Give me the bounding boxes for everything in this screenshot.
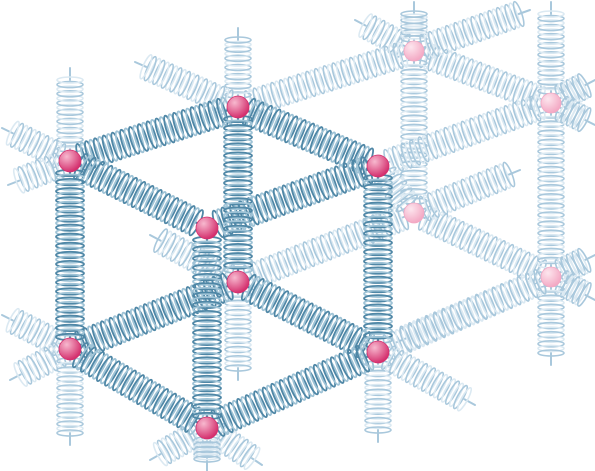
back-spring-stub xyxy=(224,27,252,108)
back-mass-node xyxy=(540,92,562,114)
back-spring-stub xyxy=(413,0,531,61)
back-spring-stub xyxy=(56,348,84,446)
back-layer-nodes xyxy=(403,40,562,288)
back-spring-stub xyxy=(413,161,521,222)
back-spring xyxy=(400,50,428,214)
front-spring xyxy=(363,164,393,354)
front-mass-node xyxy=(226,95,250,119)
back-spring xyxy=(537,102,565,278)
front-mass-node xyxy=(195,416,219,440)
back-spring xyxy=(377,268,552,361)
front-spring xyxy=(223,105,253,284)
front-mass-node xyxy=(58,149,82,173)
front-spring xyxy=(205,343,380,437)
front-mass-node xyxy=(58,337,82,361)
front-layer-nodes xyxy=(58,95,390,440)
front-spring xyxy=(55,159,85,351)
back-spring xyxy=(413,42,552,112)
back-mass-node xyxy=(540,266,562,288)
back-spring-stub xyxy=(550,270,595,307)
back-spring-stub xyxy=(537,1,565,104)
back-spring-stub xyxy=(1,120,71,169)
front-layer-springs xyxy=(55,96,393,437)
front-mass-node xyxy=(366,154,390,178)
front-spring xyxy=(192,226,222,430)
front-spring xyxy=(68,152,209,237)
front-mass-node xyxy=(195,216,219,240)
front-mass-node xyxy=(226,270,250,294)
back-spring-stub xyxy=(537,276,565,366)
back-spring xyxy=(237,204,415,291)
back-spring xyxy=(377,94,552,175)
back-spring-stub xyxy=(56,67,84,162)
front-mass-node xyxy=(366,340,390,364)
back-spring-stub xyxy=(7,152,71,194)
back-mass-node xyxy=(403,202,425,224)
back-mass-node xyxy=(403,40,425,62)
back-spring-stub xyxy=(364,351,392,443)
back-spring-stub xyxy=(377,345,476,412)
